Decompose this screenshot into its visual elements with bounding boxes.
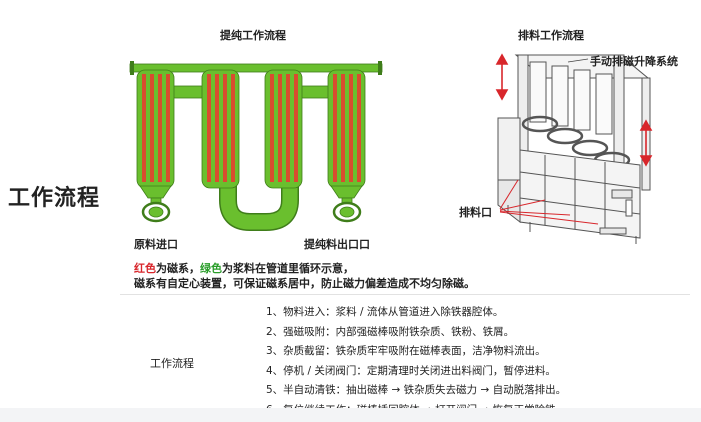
discharge-port-label: 排料口 bbox=[459, 206, 492, 219]
lift-arrows bbox=[495, 53, 653, 167]
workflow-step: 5、半自动清铁：抽出磁棒 → 铁杂质失去磁力 → 自动脱落排出。 bbox=[266, 384, 567, 397]
workflow-step: 2、强磁吸附：内部强磁棒吸附铁杂质、铁粉、铁屑。 bbox=[266, 325, 515, 338]
legend-note-line-1: 红色为磁系，绿色为浆料在管道里循环示意， bbox=[134, 261, 475, 276]
workflow-steps: 1、物料进入：浆料 / 流体从管道进入除铁器腔体。 2、强磁吸附：内部强磁棒吸附… bbox=[266, 303, 566, 421]
side-title: 工作流程 bbox=[8, 186, 101, 211]
raw-material-inlet-label: 原料进口 bbox=[134, 238, 178, 251]
discharge-pointer-lines bbox=[499, 179, 599, 225]
divider bbox=[120, 294, 690, 295]
legend-note: 红色为磁系，绿色为浆料在管道里循环示意， 磁系有自定心装置，可保证磁系居中，防止… bbox=[134, 261, 475, 291]
bottom-band bbox=[0, 408, 701, 422]
discharge-workflow-title: 排料工作流程 bbox=[518, 29, 584, 42]
workflow-step: 3、杂质截留：铁杂质牢牢吸附在磁棒表面，洁净物料流出。 bbox=[266, 345, 546, 358]
lift-label-leader bbox=[567, 58, 589, 63]
purification-diagram bbox=[129, 61, 383, 231]
column-4 bbox=[327, 69, 366, 223]
workflow-step: 4、停机 / 关闭阀门：定期清理时关闭进出料阀门，暂停进料。 bbox=[266, 364, 556, 377]
green-word: 绿色 bbox=[200, 262, 222, 275]
purification-workflow-title: 提纯工作流程 bbox=[220, 29, 286, 42]
connector-pipe-1 bbox=[169, 85, 205, 99]
red-word: 红色 bbox=[134, 262, 156, 275]
discharge-diagram bbox=[497, 54, 651, 244]
bottom-u-pipe bbox=[220, 180, 298, 230]
column-1 bbox=[136, 69, 175, 223]
column-2 bbox=[201, 69, 240, 189]
workflow-step: 1、物料进入：浆料 / 流体从管道进入除铁器腔体。 bbox=[266, 306, 504, 318]
purified-outlet-label: 提纯料出口口 bbox=[304, 238, 370, 251]
note-part-1: 为磁系， bbox=[156, 262, 200, 275]
manual-lift-system-label: 手动排磁升降系统 bbox=[590, 55, 678, 68]
column-3 bbox=[264, 69, 303, 189]
legend-note-line-2: 磁系有自定心装置，可保证磁系居中，防止磁力偏差造成不均匀除磁。 bbox=[134, 277, 475, 290]
workflow-label: 工作流程 bbox=[150, 357, 194, 370]
note-part-2: 为浆料在管道里循环示意， bbox=[222, 262, 354, 275]
